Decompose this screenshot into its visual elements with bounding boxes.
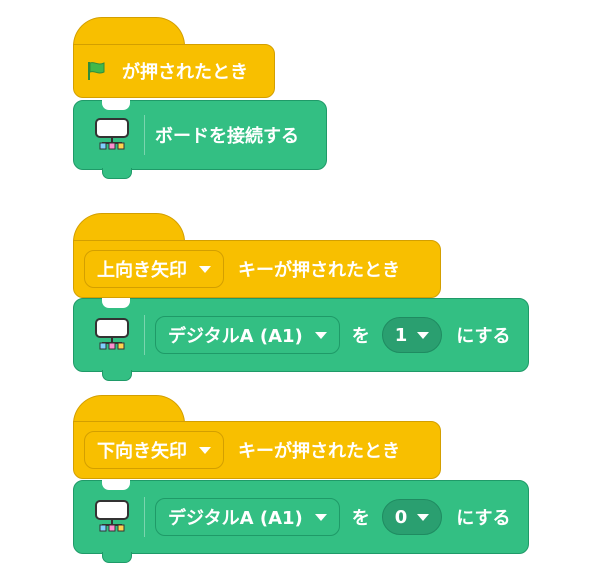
value-label: 1 bbox=[394, 324, 408, 346]
value-dropdown[interactable]: 0 bbox=[381, 499, 443, 535]
digital-write-block[interactable]: デジタルA (A1) を 1 にする bbox=[73, 298, 529, 381]
suffix-label: にする bbox=[456, 326, 511, 347]
digital-write-block[interactable]: デジタルA (A1) を 0 にする bbox=[73, 480, 529, 563]
chevron-down-icon bbox=[199, 265, 211, 273]
connect-board-block[interactable]: ボードを接続する bbox=[73, 100, 327, 179]
connector-label: を bbox=[351, 326, 370, 347]
hat-suffix: キーが押されたとき bbox=[238, 441, 400, 462]
block-notch-bottom bbox=[102, 552, 132, 563]
chevron-down-icon bbox=[199, 446, 211, 454]
block-notch-bottom bbox=[102, 168, 132, 179]
chevron-down-icon bbox=[314, 513, 327, 521]
connector-label: を bbox=[351, 508, 370, 529]
value-label: 0 bbox=[394, 506, 408, 528]
board-icon bbox=[95, 500, 129, 532]
block-notch bbox=[102, 100, 130, 110]
hat-cap bbox=[73, 17, 185, 46]
suffix-label: にする bbox=[456, 508, 511, 529]
hat-block-key-down[interactable]: 下向き矢印 キーが押されたとき bbox=[73, 421, 441, 479]
block-divider bbox=[144, 115, 145, 155]
hat-block-key-up[interactable]: 上向き矢印 キーが押されたとき bbox=[73, 240, 441, 298]
board-icon bbox=[95, 118, 129, 150]
block-notch-bottom bbox=[102, 370, 132, 381]
chevron-down-icon bbox=[314, 331, 327, 339]
chevron-down-icon bbox=[417, 513, 430, 521]
hat-label: が押されたとき bbox=[122, 62, 248, 83]
pin-dropdown-label: デジタルA (A1) bbox=[168, 326, 303, 347]
hat-block-flag[interactable]: が押されたとき bbox=[73, 44, 275, 98]
chevron-down-icon bbox=[417, 331, 430, 339]
key-dropdown[interactable]: 下向き矢印 bbox=[84, 431, 224, 469]
block-divider bbox=[144, 497, 145, 537]
key-dropdown-label: 下向き矢印 bbox=[97, 441, 187, 462]
pin-dropdown-label: デジタルA (A1) bbox=[168, 508, 303, 529]
green-flag-icon bbox=[88, 62, 105, 80]
block-divider bbox=[144, 315, 145, 355]
key-dropdown-label: 上向き矢印 bbox=[97, 260, 187, 281]
block-notch bbox=[102, 480, 130, 490]
connect-board-label: ボードを接続する bbox=[155, 126, 299, 147]
board-icon bbox=[95, 318, 129, 350]
hat-suffix: キーが押されたとき bbox=[238, 260, 400, 281]
hat-cap bbox=[73, 395, 185, 424]
value-dropdown[interactable]: 1 bbox=[381, 317, 443, 353]
pin-dropdown[interactable]: デジタルA (A1) bbox=[155, 498, 340, 536]
hat-cap bbox=[73, 213, 185, 242]
block-notch bbox=[102, 298, 130, 308]
key-dropdown[interactable]: 上向き矢印 bbox=[84, 250, 224, 288]
pin-dropdown[interactable]: デジタルA (A1) bbox=[155, 316, 340, 354]
